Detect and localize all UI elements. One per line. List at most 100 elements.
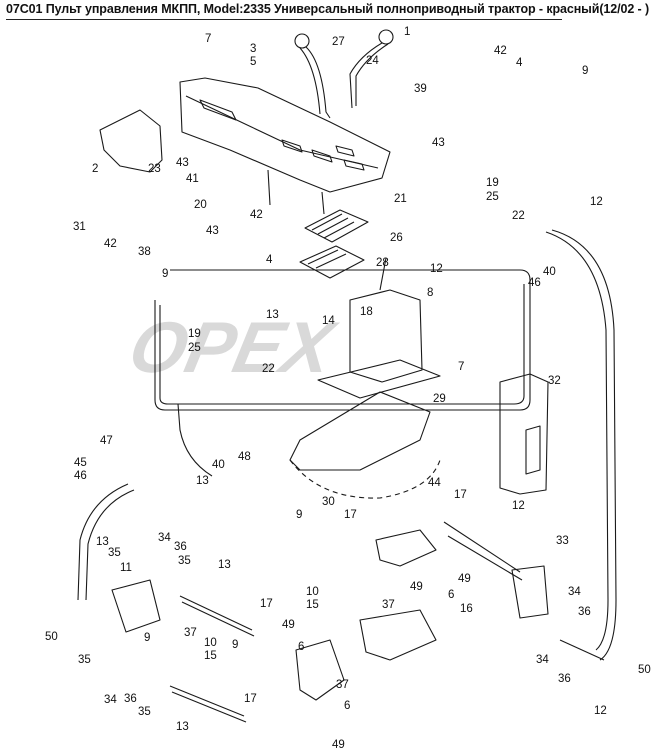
- title-underline: [6, 19, 562, 20]
- callout-lbl-34-a: 34: [158, 532, 171, 544]
- callout-lbl-14: 14: [322, 315, 335, 327]
- callout-lbl-38: 38: [138, 246, 151, 258]
- callout-lbl-6-b: 6: [298, 641, 304, 653]
- callout-lbl-35-d: 35: [138, 706, 151, 718]
- callout-lbl-50-b: 50: [638, 664, 651, 676]
- cable-12-right-b: [551, 229, 617, 661]
- callout-lbl-48: 48: [238, 451, 251, 463]
- shift-tower: [317, 257, 441, 399]
- callout-lbl-42-a: 42: [494, 45, 507, 57]
- callout-lbl-17-b: 17: [344, 509, 357, 521]
- callout-lbl-22-a: 22: [512, 210, 525, 222]
- callout-lbl-43-c: 43: [206, 225, 219, 237]
- callout-lbl-17-c: 17: [260, 598, 273, 610]
- diagram-title: 07C01 Пульт управления МКПП, Model:2335 …: [6, 2, 650, 16]
- left-bracket: [99, 109, 163, 173]
- callout-lbl-13-e: 13: [176, 721, 189, 733]
- callout-lbl-9-a: 9: [582, 65, 588, 77]
- callout-lbl-21: 21: [394, 193, 407, 205]
- callout-lbl-16: 16: [460, 603, 473, 615]
- callout-lbl-20: 20: [194, 199, 207, 211]
- callout-lbl-15-b: 15: [204, 650, 217, 662]
- callout-lbl-39: 39: [414, 83, 427, 95]
- callout-lbl-22-b: 22: [262, 363, 275, 375]
- callout-lbl-42-c: 42: [104, 238, 117, 250]
- right-bracket-tab: [525, 425, 541, 475]
- callout-lbl-19-a: 19: [486, 177, 499, 189]
- callout-lbl-13-d: 13: [218, 559, 231, 571]
- callout-lbl-13-b: 13: [196, 475, 209, 487]
- callout-lbl-6-c: 6: [344, 700, 350, 712]
- callout-lbl-43-a: 43: [432, 137, 445, 149]
- callout-lbl-50-a: 50: [45, 631, 58, 643]
- cable-12-right: [545, 231, 609, 651]
- callout-lbl-23: 23: [148, 163, 161, 175]
- callout-lbl-36-c: 36: [558, 673, 571, 685]
- callout-lbl-12-b: 12: [430, 263, 443, 275]
- callout-lbl-9-b: 9: [162, 268, 168, 280]
- callout-lbl-37-c: 37: [336, 679, 349, 691]
- callout-lbl-49-a: 49: [458, 573, 471, 585]
- callout-lbl-42-b: 42: [250, 209, 263, 221]
- callout-lbl-11: 11: [120, 562, 132, 574]
- callout-lbl-24: 24: [366, 55, 379, 67]
- callout-lbl-30: 30: [322, 496, 335, 508]
- line-drawing: [77, 29, 617, 723]
- callout-lbl-36-a: 36: [174, 541, 187, 553]
- watermark-text: OPEX: [123, 308, 344, 388]
- right-bracket: [499, 373, 549, 495]
- callout-lbl-17-a: 17: [454, 489, 467, 501]
- callout-lbl-12-a: 12: [590, 196, 603, 208]
- callout-lbl-35-c: 35: [78, 654, 91, 666]
- callout-lbl-44: 44: [428, 477, 441, 489]
- callout-lbl-13-c: 13: [96, 536, 109, 548]
- callout-lbl-1: 1: [404, 26, 410, 38]
- callout-lbl-35-a: 35: [108, 547, 121, 559]
- callout-lbl-27: 27: [332, 36, 345, 48]
- cable-13-left: [177, 403, 213, 477]
- callout-lbl-25-a: 25: [486, 191, 499, 203]
- callout-lbl-29: 29: [433, 393, 446, 405]
- callout-lbl-10-b: 10: [204, 637, 217, 649]
- callout-lbl-34-d: 34: [104, 694, 117, 706]
- callout-lbl-49-d: 49: [332, 739, 345, 751]
- callout-lbl-41: 41: [186, 173, 199, 185]
- callout-lbl-31: 31: [73, 221, 86, 233]
- callout-lbl-47: 47: [100, 435, 113, 447]
- callout-lbl-40-a: 40: [543, 266, 556, 278]
- cable-45-b: [85, 489, 135, 601]
- callout-lbl-17-d: 17: [244, 693, 257, 705]
- callout-lbl-46-a: 46: [528, 277, 541, 289]
- callout-lbl-12-d: 12: [594, 705, 607, 717]
- callout-lbl-6-a: 6: [448, 589, 454, 601]
- cable-45: [77, 483, 129, 601]
- gate-plates: [299, 209, 369, 279]
- callout-lbl-9-e: 9: [232, 639, 238, 651]
- callout-lbl-7-b: 7: [458, 361, 464, 373]
- linkage-rods: [169, 521, 605, 723]
- callout-lbl-34-b: 34: [568, 586, 581, 598]
- callout-lbl-12-c: 12: [512, 500, 525, 512]
- callout-lbl-37-a: 37: [382, 599, 395, 611]
- callout-lbl-40-b: 40: [212, 459, 225, 471]
- callout-lbl-26: 26: [390, 232, 403, 244]
- callout-lbl-49-c: 49: [282, 619, 295, 631]
- callout-lbl-4-b: 4: [266, 254, 273, 266]
- lower-linkage: [111, 529, 549, 701]
- cable-loop: [154, 269, 531, 411]
- callout-lbl-37-b: 37: [184, 627, 197, 639]
- callout-lbl-36-b: 36: [578, 606, 591, 618]
- callout-lbl-5-a: 5: [250, 56, 256, 68]
- callout-lbl-36-d: 36: [124, 693, 137, 705]
- callout-lbl-19-b: 19: [188, 328, 201, 340]
- callout-lbl-2: 2: [92, 163, 98, 175]
- cable-loop-inner: [159, 284, 525, 405]
- callout-lbl-18: 18: [360, 306, 373, 318]
- callout-lbl-35-b: 35: [178, 555, 191, 567]
- callout-lbl-8: 8: [427, 287, 433, 299]
- callout-lbl-28: 28: [376, 257, 389, 269]
- callout-lbl-15-a: 15: [306, 599, 319, 611]
- callout-lbl-7-a: 7: [205, 33, 211, 45]
- callout-lbl-10-a: 10: [306, 586, 319, 598]
